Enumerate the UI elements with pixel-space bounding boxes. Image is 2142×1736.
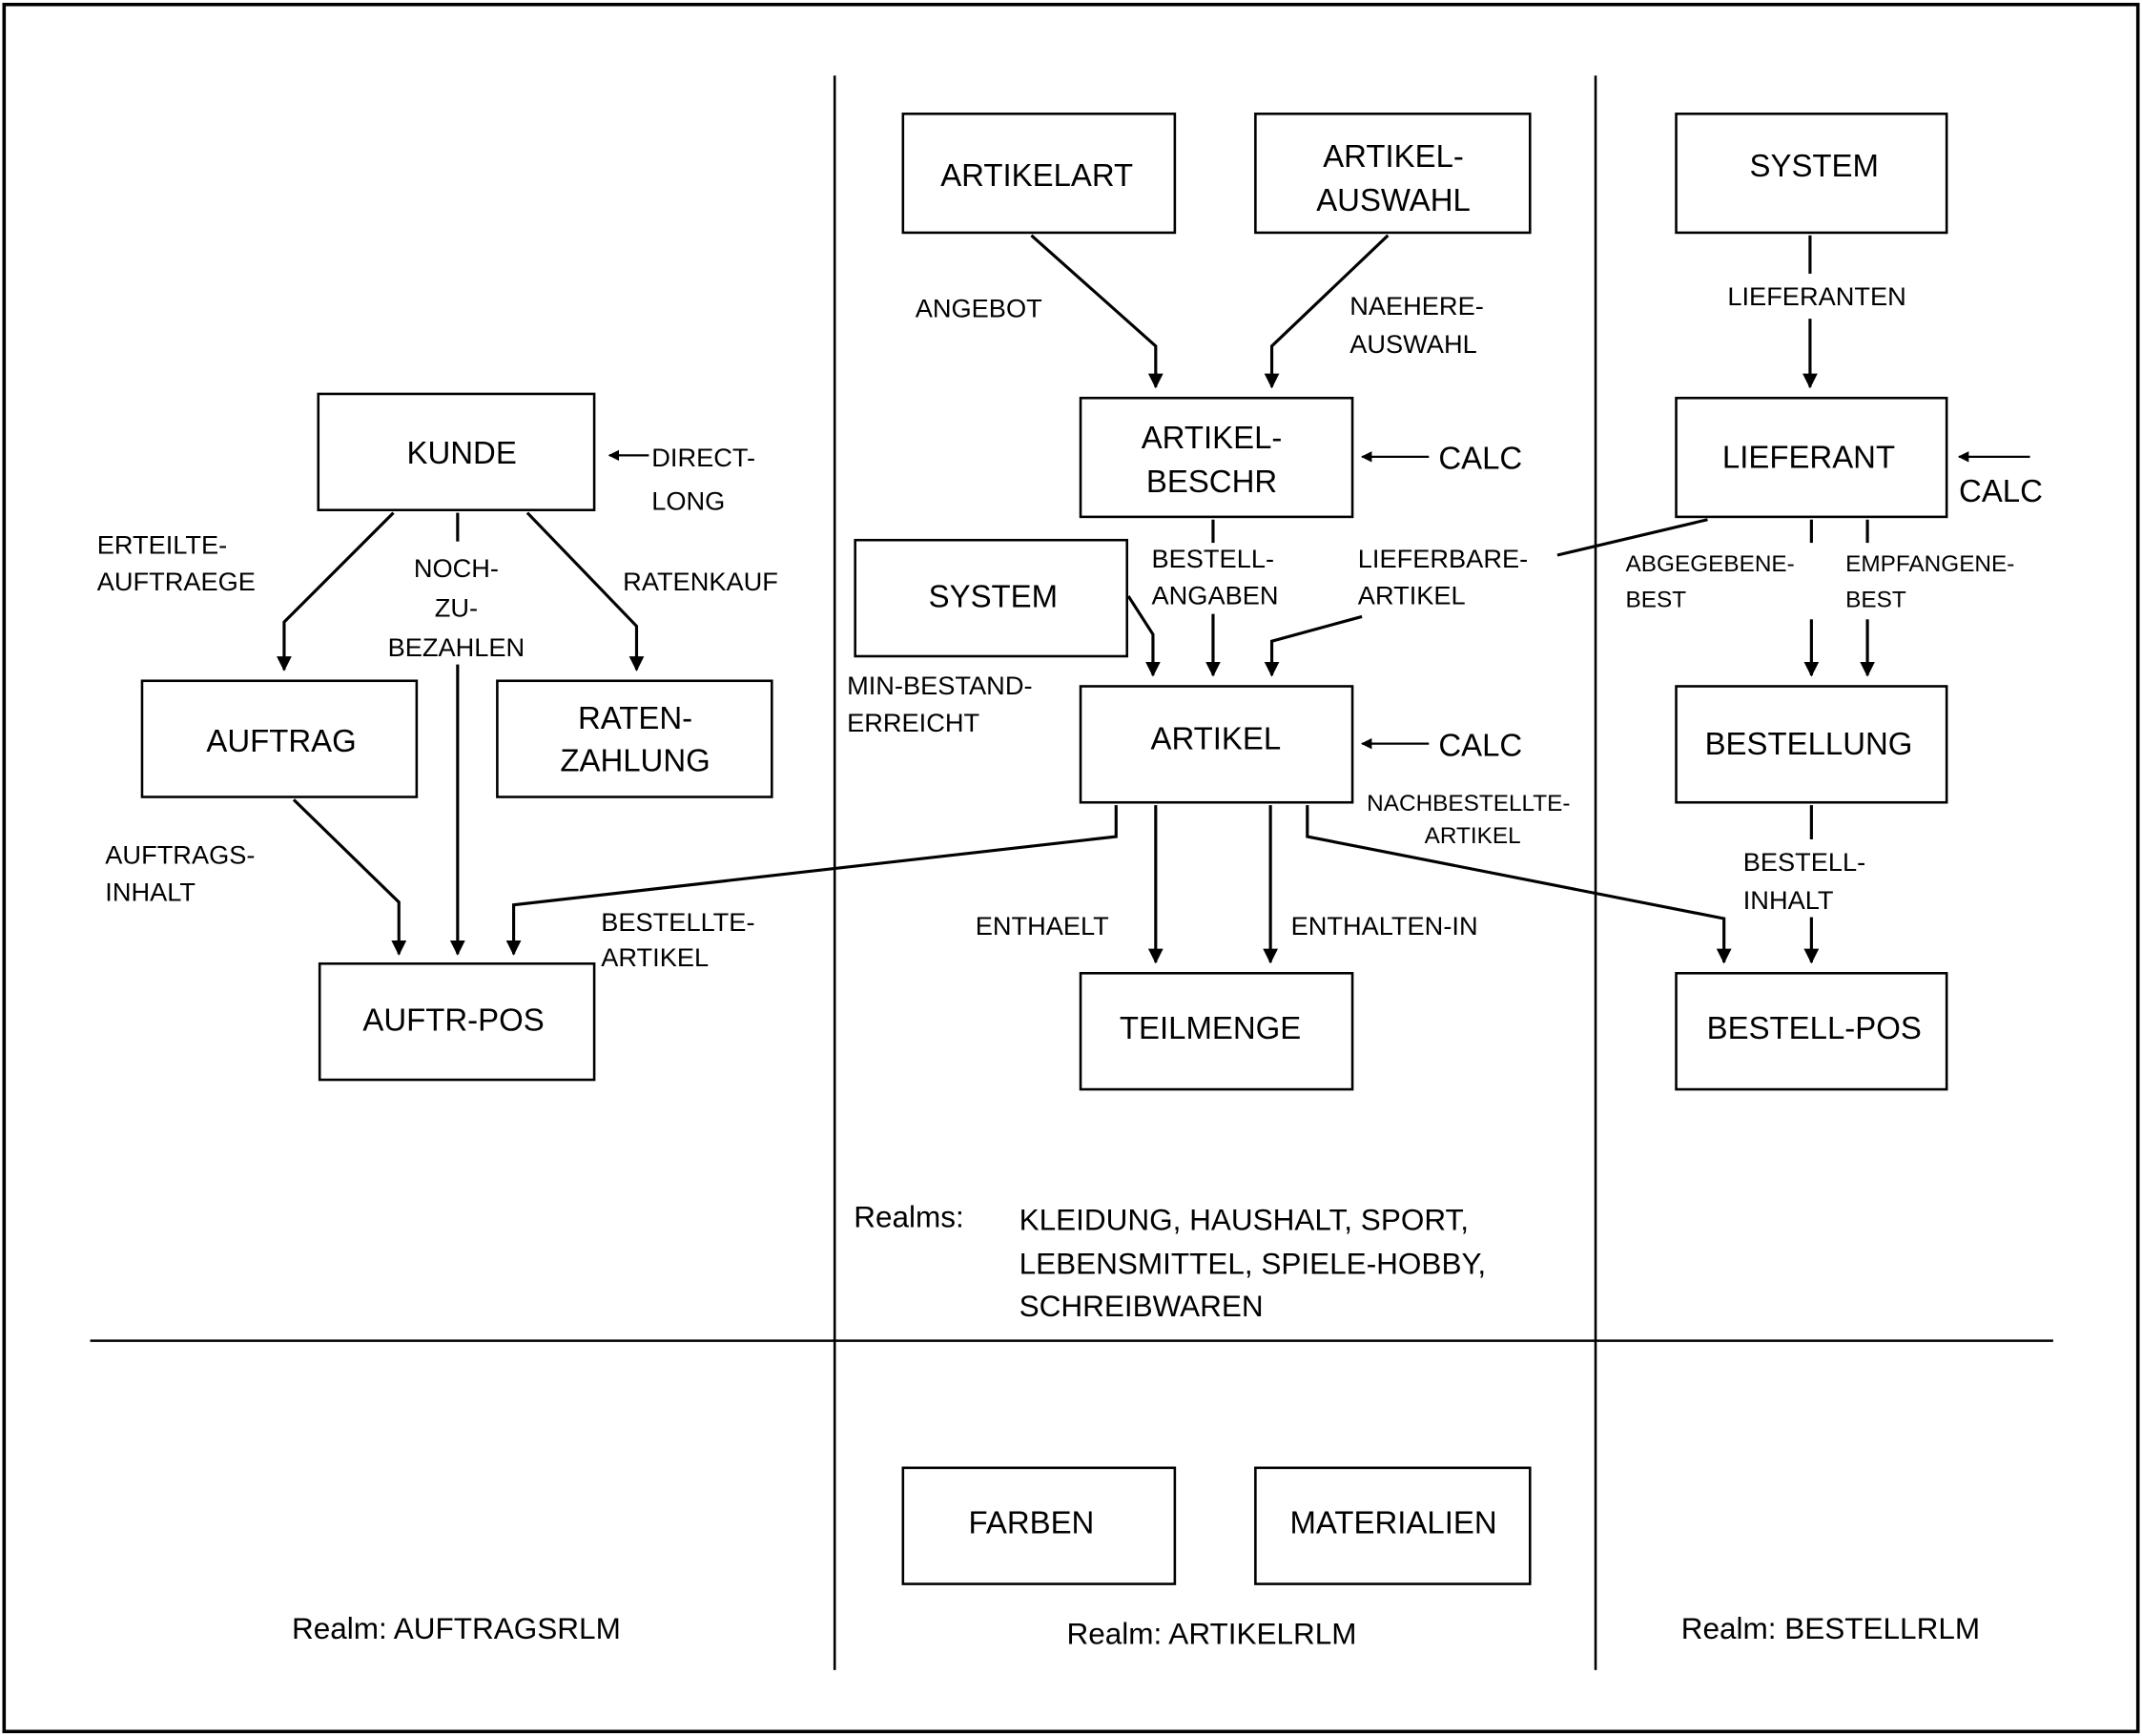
realm-caption-middle: Realm: ARTIKELRLM [1067,1617,1357,1651]
label-naehere-auswahl-2: AUSWAHL [1349,329,1477,359]
edge-nachbestellte-artikel [1306,805,1732,964]
node-lieferant: LIEFERANT [1675,396,1948,519]
label-calc-artikel: CALC [1438,728,1522,763]
label-abgegebene-best-2: BEST [1626,587,1687,612]
realms-note-prefix: Realms: [854,1200,964,1234]
node-lieferant-label: LIEFERANT [1722,439,1895,474]
label-empfangene-best-1: EMPFANGENE- [1845,551,2014,577]
label-noch-zu-bezahlen-2: ZU- [435,592,478,622]
label-auftrags-inhalt-2: INHALT [105,877,196,906]
realms-note-line-3: SCHREIBWAREN [1020,1289,1264,1323]
node-artikel-auswahl-label-1: ARTIKEL- [1323,138,1464,174]
label-bestell-inhalt-1: BESTELL- [1743,847,1866,877]
realm-caption-right: Realm: BESTELLRLM [1681,1611,1980,1645]
node-system-middle: SYSTEM [854,538,1129,658]
node-kunde-label: KUNDE [406,435,516,470]
node-teilmenge: TEILMENGE [1079,972,1354,1091]
node-artikel-beschr: ARTIKEL- BESCHR [1079,396,1354,519]
edge-min-bestand-erreicht [1126,595,1161,677]
realms-note-line-2: LEBENSMITTEL, SPIELE-HOBBY, [1020,1246,1487,1280]
node-auftr-pos: AUFTR-POS [318,961,596,1082]
node-artikel-label: ARTIKEL [1150,720,1281,755]
edge-lieferbare-artikel-arrow [1264,614,1363,677]
label-ratenkauf: RATENKAUF [623,567,778,596]
label-lieferbare-artikel-1: LIEFERBARE- [1358,544,1528,573]
label-noch-zu-bezahlen-3: BEZAHLEN [388,632,525,662]
label-naehere-auswahl-1: NAEHERE- [1349,291,1484,320]
node-artikelart-label: ARTIKELART [940,157,1133,193]
label-nachbestellte-artikel-1: NACHBESTELLTE- [1367,791,1570,816]
node-artikel: ARTIKEL [1079,685,1354,804]
node-auftrag: AUFTRAG [140,679,419,798]
node-artikel-auswahl: ARTIKEL- AUSWAHL [1254,113,1532,235]
edge-bestellte-artikel [505,805,1118,956]
label-angebot: ANGEBOT [916,294,1042,323]
node-artikel-beschr-label-1: ARTIKEL- [1142,420,1283,455]
edge-ratenkauf [525,511,645,672]
realms-note-line-1: KLEIDUNG, HAUSHALT, SPORT, [1020,1203,1469,1237]
label-calc-beschr: CALC [1438,441,1522,476]
label-min-bestand-2: ERREICHT [847,708,979,737]
node-ratenzahlung-label-2: ZAHLUNG [560,742,710,777]
label-auftrags-inhalt-1: AUFTRAGS- [105,840,255,870]
node-bestell-pos: BESTELL-POS [1675,972,1948,1091]
label-erteilte-auftraege-1: ERTEILTE- [97,530,228,560]
label-bestellte-artikel-1: BESTELLTE- [601,907,754,937]
edge-erteilte-auftraege [277,511,395,672]
node-bestell-pos-label: BESTELL-POS [1707,1010,1922,1045]
edge-angebot [1030,234,1164,389]
node-materialien: MATERIALIEN [1254,1466,1532,1585]
label-lieferanten: LIEFERANTEN [1727,281,1905,311]
label-lieferbare-artikel-2: ARTIKEL [1358,581,1466,610]
node-farben: FARBEN [901,1466,1177,1585]
label-nachbestellte-artikel-2: ARTIKEL [1425,823,1521,849]
label-enthalten-in: ENTHALTEN-IN [1291,911,1478,940]
node-bestellung-label: BESTELLUNG [1705,726,1913,761]
node-auftrag-label: AUFTRAG [206,723,356,758]
edge-lieferbare-artikel [1556,518,1708,557]
label-bestell-angaben-1: BESTELL- [1152,544,1275,573]
label-direct-long-2: LONG [651,486,725,516]
label-abgegebene-best-1: ABGEGEBENE- [1626,551,1795,577]
label-bestellte-artikel-2: ARTIKEL [601,942,709,972]
label-bestell-angaben-2: ANGABEN [1152,581,1279,610]
label-erteilte-auftraege-2: AUFTRAEGE [97,567,256,596]
node-farben-label: FARBEN [969,1505,1095,1540]
node-artikelart: ARTIKELART [901,113,1177,235]
label-calc-lieferant: CALC [1959,473,2043,508]
node-artikel-auswahl-label-2: AUSWAHL [1316,182,1471,217]
label-enthaelt: ENTHAELT [976,911,1109,940]
node-system-middle-label: SYSTEM [929,578,1058,613]
label-direct-long-1: DIRECT- [651,443,755,472]
label-noch-zu-bezahlen-1: NOCH- [414,553,499,583]
edge-auftrags-inhalt [292,798,407,956]
node-auftr-pos-label: AUFTR-POS [362,1002,544,1037]
node-system-right: SYSTEM [1675,113,1948,235]
node-artikel-beschr-label-2: BESCHR [1146,464,1277,499]
label-empfangene-best-2: BEST [1845,587,1906,612]
node-ratenzahlung: RATEN- ZAHLUNG [496,679,773,798]
node-bestellung: BESTELLUNG [1675,685,1948,804]
edge-naehere-auswahl [1264,234,1390,389]
node-ratenzahlung-label-1: RATEN- [578,700,692,735]
label-min-bestand-1: MIN-BESTAND- [847,671,1032,700]
node-system-right-label: SYSTEM [1750,148,1879,183]
node-kunde: KUNDE [317,392,596,512]
label-bestell-inhalt-2: INHALT [1743,885,1834,915]
node-materialien-label: MATERIALIEN [1289,1505,1496,1540]
node-teilmenge-label: TEILMENGE [1120,1010,1301,1045]
realm-caption-left: Realm: AUFTRAGSRLM [292,1611,621,1645]
